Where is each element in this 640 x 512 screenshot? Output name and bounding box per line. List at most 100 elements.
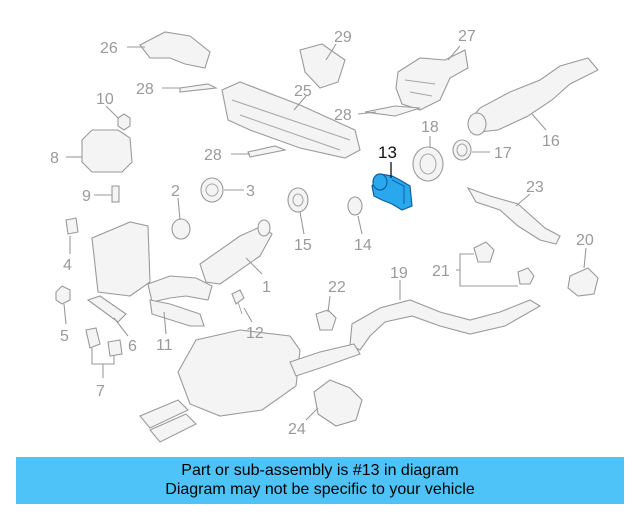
part-15-inner	[292, 193, 304, 207]
exhaust-parts-diagram: 1 2 3 4 5 6 7 8 9 10 11 12 13 14 15 16 1…	[50, 28, 599, 443]
leader-11	[163, 311, 167, 335]
banner-line-2: Diagram may not be specific to your vehi…	[165, 481, 475, 498]
part-16-flange	[467, 112, 487, 136]
part-11-gasket	[149, 299, 205, 327]
part-4-drawing	[65, 217, 79, 235]
leader-22	[327, 295, 331, 313]
leader-5	[63, 303, 67, 325]
tailpipe-lower-drawing	[149, 413, 197, 443]
callout-14: 14	[354, 237, 372, 254]
part-6-drawing	[86, 295, 127, 323]
callout-4: 4	[63, 257, 72, 274]
part-20-drawing	[567, 267, 599, 297]
leader-6	[113, 317, 129, 337]
callout-5: 5	[60, 328, 69, 345]
part-13-highlighted-drawing	[371, 173, 413, 211]
part-21a-drawing	[473, 241, 495, 263]
leader-28b	[357, 111, 377, 115]
callout-20: 20	[576, 232, 594, 249]
part-28c-drawing	[247, 145, 287, 158]
part-24-drawing	[313, 379, 363, 427]
part-12-drawing	[231, 289, 245, 305]
part-25-detail	[231, 99, 351, 151]
leader-20	[583, 247, 587, 269]
part-27-detail	[404, 79, 436, 97]
callout-6: 6	[128, 338, 137, 355]
part-29-drawing	[299, 43, 346, 89]
leader-16	[531, 113, 547, 131]
part-10-drawing	[117, 113, 131, 131]
callout-26: 26	[100, 40, 118, 57]
callout-16: 16	[542, 133, 560, 150]
part-17-drawing	[452, 139, 472, 161]
muffler-drawing	[177, 329, 301, 417]
part-17-inner	[456, 143, 468, 157]
callout-28b: 28	[334, 107, 352, 124]
part-1-inlet	[257, 219, 271, 237]
callout-25: 25	[294, 83, 312, 100]
callout-23: 23	[526, 179, 544, 196]
part-7b-drawing	[107, 339, 123, 357]
leader-14	[357, 215, 363, 235]
leader-15	[299, 211, 305, 235]
part-26-drawing	[139, 31, 211, 69]
part-3-inner	[205, 183, 219, 197]
callout-24: 24	[288, 421, 306, 438]
callout-9: 9	[82, 188, 91, 205]
callout-17: 17	[494, 145, 512, 162]
part-14-drawing	[347, 196, 363, 216]
callout-1: 1	[262, 279, 271, 296]
part-1-drawing	[199, 225, 273, 285]
part-21b-drawing	[517, 267, 535, 285]
part-16-drawing	[469, 57, 599, 133]
leader-10	[105, 105, 119, 119]
part-12-shank	[237, 301, 243, 315]
part-23-drawing	[466, 186, 561, 245]
manifold-converter-drawing	[91, 221, 151, 297]
callout-28c: 28	[204, 147, 222, 164]
leader-1	[245, 257, 263, 275]
part-8-drawing	[81, 129, 133, 173]
callout-22: 22	[328, 279, 346, 296]
part-28a-drawing	[179, 83, 218, 93]
leader-21	[456, 253, 518, 287]
part-19-drawing	[349, 299, 542, 351]
part-9-drawing	[111, 185, 120, 203]
part-5-drawing	[55, 285, 71, 305]
part-2-drawing	[171, 218, 191, 240]
callout-29: 29	[334, 29, 352, 46]
leader-29	[325, 43, 337, 61]
part-15-drawing	[287, 187, 309, 213]
part-18-drawing	[412, 146, 444, 182]
leader-25	[293, 95, 307, 111]
leader-23	[515, 193, 531, 207]
part-18-inner	[419, 153, 437, 175]
part-28b-drawing	[364, 105, 421, 117]
part-3-drawing	[200, 177, 224, 203]
callout-12: 12	[246, 325, 264, 342]
callout-27: 27	[458, 28, 476, 45]
tailpipe-upper-drawing	[139, 399, 189, 429]
part-7a-drawing	[85, 327, 101, 349]
callout-28a: 28	[136, 81, 154, 98]
leader-12	[243, 307, 253, 323]
part-11-drawing	[147, 275, 213, 303]
callout-15: 15	[294, 237, 312, 254]
callout-10: 10	[96, 91, 114, 108]
leader-2	[177, 197, 181, 221]
callout-18: 18	[421, 119, 439, 136]
callout-13[interactable]: 13	[378, 143, 397, 162]
leader-27	[447, 45, 461, 61]
callout-19: 19	[390, 265, 408, 282]
callout-21: 21	[432, 263, 450, 280]
callout-7: 7	[96, 383, 105, 400]
callout-11: 11	[156, 337, 173, 354]
callout-8: 8	[50, 150, 59, 167]
callout-2: 2	[171, 183, 180, 200]
callout-3: 3	[246, 183, 255, 200]
leader-24	[305, 407, 319, 421]
info-banner: Part or sub-assembly is #13 in diagram D…	[16, 457, 624, 504]
part-22-drawing	[315, 309, 337, 331]
banner-line-1: Part or sub-assembly is #13 in diagram	[181, 462, 459, 479]
part-27-drawing	[395, 49, 469, 111]
